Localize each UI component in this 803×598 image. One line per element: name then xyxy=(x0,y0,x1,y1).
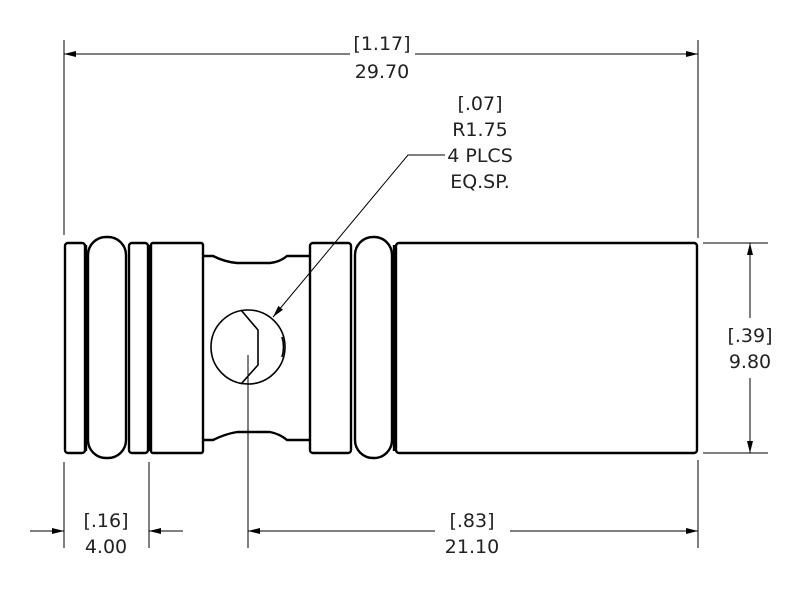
hole-note-radius: R1.75 xyxy=(452,119,508,141)
dimension-lines xyxy=(30,51,753,534)
end-width-mm: 4.00 xyxy=(85,536,127,558)
hole-to-end-mm: 21.10 xyxy=(445,536,499,558)
overall-length-inch: [1.17] xyxy=(353,33,410,55)
overall-length-mm: 29.70 xyxy=(355,61,409,83)
hole-to-end-inch: [.83] xyxy=(449,510,494,532)
part-outline xyxy=(63,235,699,460)
hole-note-inch: [.07] xyxy=(457,93,502,115)
diameter-mm: 9.80 xyxy=(729,351,771,373)
hole-note-count: 4 PLCS xyxy=(447,145,513,167)
extension-lines xyxy=(63,40,768,548)
diameter-inch: [.39] xyxy=(727,325,772,347)
hole-note-spacing: EQ.SP. xyxy=(450,171,510,193)
end-width-inch: [.16] xyxy=(83,510,128,532)
